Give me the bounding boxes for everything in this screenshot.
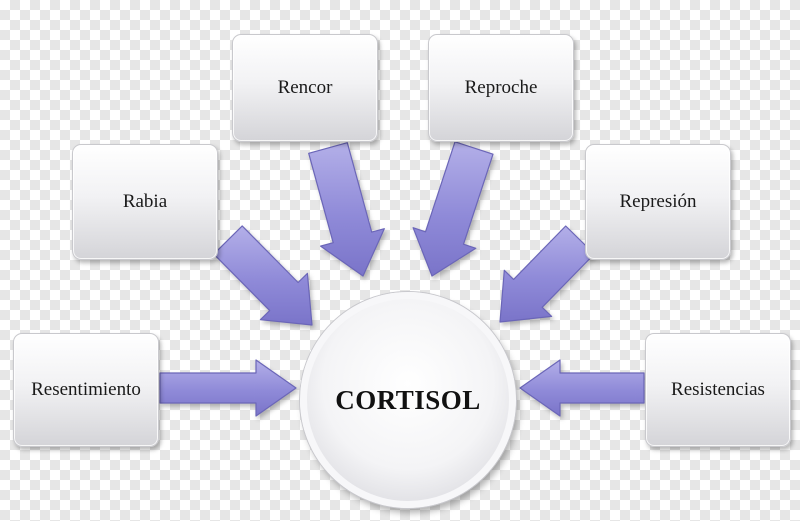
node-label: Rencor [277, 77, 333, 98]
center-circle-cortisol: CORTISOL [300, 292, 516, 508]
node-label: Resentimiento [31, 379, 141, 400]
node-reproche: Reproche [428, 34, 574, 142]
node-label: Rabia [122, 191, 168, 212]
node-rencor: Rencor [232, 34, 378, 142]
center-label: CORTISOL [335, 384, 481, 415]
arrow-resistencias [519, 359, 645, 417]
node-label: Represión [619, 191, 697, 212]
arrow-rencor [308, 142, 385, 277]
node-rabia: Rabia [72, 144, 218, 260]
node-resentimiento: Resentimiento [13, 333, 159, 447]
node-label: Reproche [464, 77, 538, 98]
node-label: Resistencias [671, 379, 765, 400]
node-resistencias: Resistencias [645, 333, 791, 447]
arrow-reproche [412, 141, 494, 277]
node-represion: Represión [585, 144, 731, 260]
arrow-represion [499, 225, 595, 323]
arrow-resentimiento [159, 359, 297, 417]
arrow-rabia [213, 225, 313, 326]
